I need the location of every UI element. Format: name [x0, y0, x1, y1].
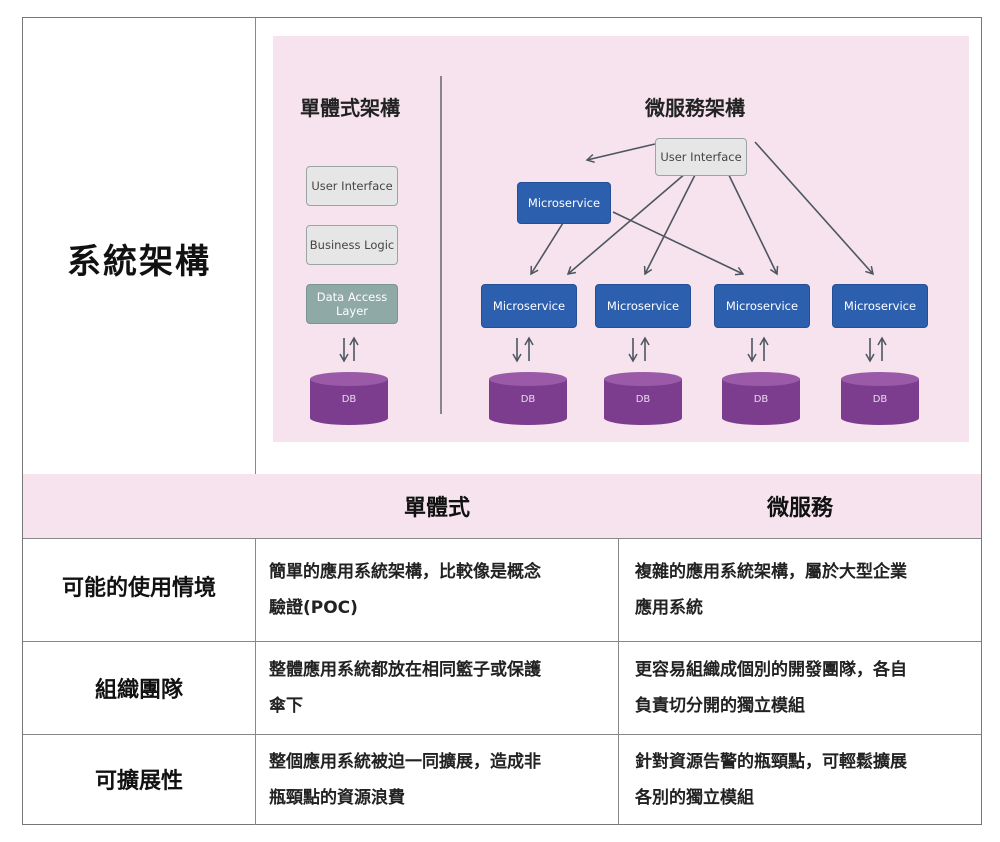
arrow — [585, 143, 656, 164]
db-label: DB — [753, 394, 769, 405]
monolith-title: 單體式架構 — [300, 96, 400, 120]
arrow — [754, 141, 875, 276]
microservices-column-header: 微服務 — [766, 496, 833, 521]
grid-line — [255, 18, 256, 474]
cell-line: 整體應用系統都放在相同籃子或保護 — [269, 660, 541, 680]
cell-line: 各別的獨立模組 — [635, 788, 754, 808]
diagram-lines — [339, 76, 887, 414]
db-arrows — [339, 336, 887, 363]
db-label: DB — [635, 394, 651, 405]
arrow — [530, 222, 564, 276]
microservices-use-case: 複雜的應用系統架構，屬於大型企業 應用系統 — [635, 554, 907, 626]
row-label-use-case: 可能的使用情境 — [61, 576, 216, 601]
db-label: DB — [520, 394, 536, 405]
grid-line — [255, 538, 256, 825]
microservices-ui-box: User Interface — [655, 138, 747, 176]
monolith-ui-box: User Interface — [306, 166, 398, 206]
monolith-use-case: 簡單的應用系統架構，比較像是概念 驗證(POC) — [269, 554, 541, 626]
microservice-box: Microservice — [481, 284, 577, 328]
microservices-team: 更容易組織成個別的開發團隊，各自 負責切分開的獨立模組 — [635, 652, 907, 724]
db-label: DB — [872, 394, 888, 405]
database-cylinder: DB — [841, 372, 919, 426]
microservices-title: 微服務架構 — [645, 96, 745, 120]
db-label: DB — [341, 394, 357, 405]
microservices-scalability: 針對資源告警的瓶頸點，可輕鬆擴展 各別的獨立模組 — [635, 744, 907, 816]
cell-line: 負責切分開的獨立模組 — [635, 696, 805, 716]
cell-line: 傘下 — [269, 696, 303, 716]
monolith-team: 整體應用系統都放在相同籃子或保護 傘下 — [269, 652, 541, 724]
comparison-header-row — [23, 474, 981, 538]
database-cylinder: DB — [489, 372, 567, 426]
grid-line — [23, 641, 981, 642]
architecture-label: 系統架構 — [67, 242, 211, 282]
microservice-box: Microservice — [714, 284, 810, 328]
cell-line: 簡單的應用系統架構，比較像是概念 — [269, 562, 541, 582]
cell-line: 瓶頸點的資源浪費 — [269, 788, 405, 808]
architecture-diagram: 單體式架構 微服務架構 — [273, 36, 969, 442]
database-cylinder: DB — [722, 372, 800, 426]
monolith-business-logic-box: Business Logic — [306, 225, 398, 265]
database-cylinder: DB — [310, 372, 388, 426]
row-label-scalability: 可擴展性 — [94, 769, 183, 794]
microservice-box-top: Microservice — [517, 182, 611, 224]
cell-line: 整個應用系統被迫一同擴展，造成非 — [269, 752, 541, 772]
arrow — [643, 166, 700, 276]
grid-line — [23, 538, 981, 539]
cell-line: 針對資源告警的瓶頸點，可輕鬆擴展 — [635, 752, 907, 772]
cell-line: 更容易組織成個別的開發團隊，各自 — [635, 660, 907, 680]
database-cylinder: DB — [604, 372, 682, 426]
monolith-column-header: 單體式 — [403, 496, 470, 521]
row-label-team: 組織團隊 — [94, 678, 183, 703]
cell-line: 驗證(POC) — [269, 598, 358, 618]
arrow — [724, 166, 779, 276]
grid-line — [23, 734, 981, 735]
arrow — [612, 211, 745, 276]
microservice-box: Microservice — [832, 284, 928, 328]
cell-line: 應用系統 — [635, 598, 703, 618]
comparison-table: 系統架構 單體式架構 微服務架構 — [22, 17, 982, 825]
monolith-data-access-box: Data Access Layer — [306, 284, 398, 324]
cell-line: 複雜的應用系統架構，屬於大型企業 — [635, 562, 907, 582]
monolith-scalability: 整個應用系統被迫一同擴展，造成非 瓶頸點的資源浪費 — [269, 744, 541, 816]
microservice-box: Microservice — [595, 284, 691, 328]
grid-line — [618, 474, 619, 825]
